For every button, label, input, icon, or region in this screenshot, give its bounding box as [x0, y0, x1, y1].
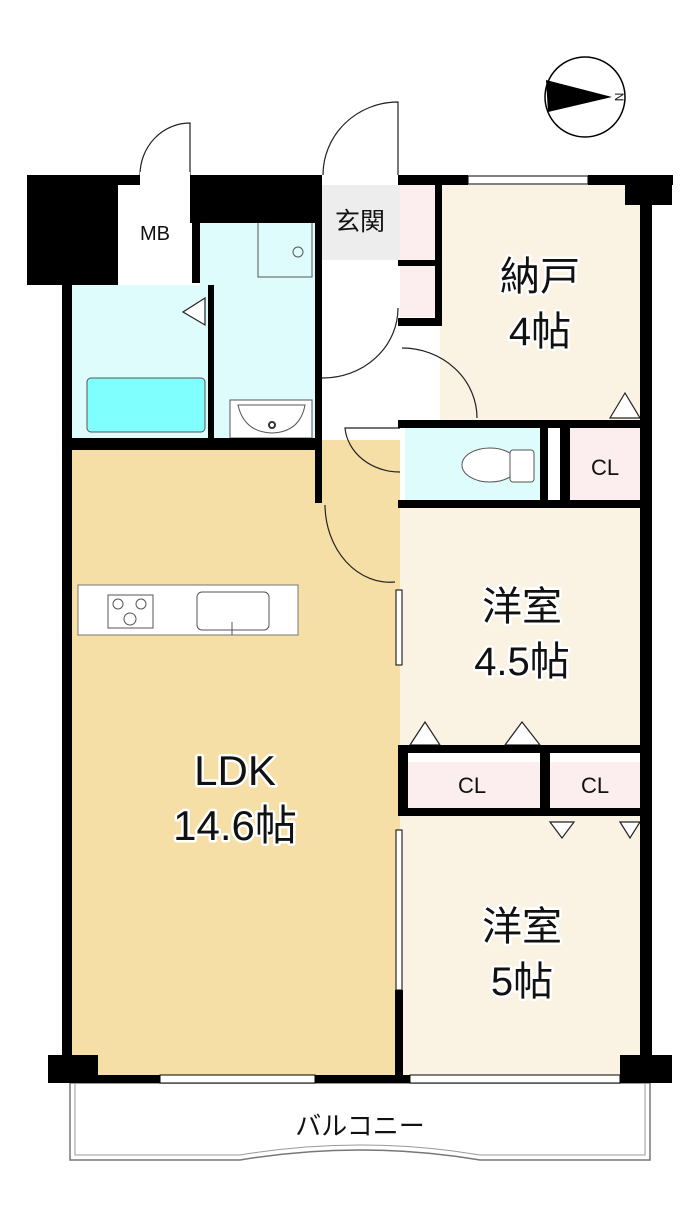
stove-icon: [107, 594, 154, 629]
storage-room-name: 納戸: [500, 255, 580, 299]
compass: N: [544, 56, 626, 138]
balcony: [69, 1082, 651, 1161]
ldk-size: 14.6帖: [173, 802, 297, 849]
closet-3-label: CL: [581, 773, 609, 798]
ldk-room: [70, 440, 400, 1080]
western-room-1: [400, 505, 640, 750]
mb-label: MB: [140, 223, 170, 245]
storage-room: [440, 185, 640, 420]
storage-room-size: 4帖: [509, 310, 571, 354]
western-room-2-size: 5帖: [491, 960, 553, 1004]
closet-3: [550, 762, 640, 808]
north-label: N: [612, 93, 626, 102]
windows: [159, 175, 621, 1084]
entrance: [322, 185, 402, 260]
closet-1: [570, 428, 640, 500]
toilet-icon: [461, 447, 535, 483]
mb-box: [118, 185, 192, 275]
entrance-label: 玄関: [335, 208, 385, 236]
western-room-1-size: 4.5帖: [474, 640, 570, 684]
walls: [27, 175, 673, 1083]
compass-arrow-icon: [546, 80, 612, 112]
ldk-name: LDK: [194, 747, 276, 794]
closet-1-label: CL: [591, 455, 619, 480]
closet-2: [408, 762, 540, 808]
western-room-1-name: 洋室: [482, 585, 562, 629]
shoe-storage: [400, 185, 435, 260]
shoe-storage-2: [400, 265, 435, 317]
sink-icon: [196, 591, 270, 631]
bathtub: [86, 377, 206, 433]
door-swings: [139, 101, 642, 840]
western-room-2: [400, 815, 640, 1077]
closet-2-label: CL: [458, 773, 486, 798]
kitchen-counter: [77, 584, 299, 636]
balcony-label: バルコニー: [295, 1111, 424, 1141]
western-room-2-name: 洋室: [482, 905, 562, 949]
